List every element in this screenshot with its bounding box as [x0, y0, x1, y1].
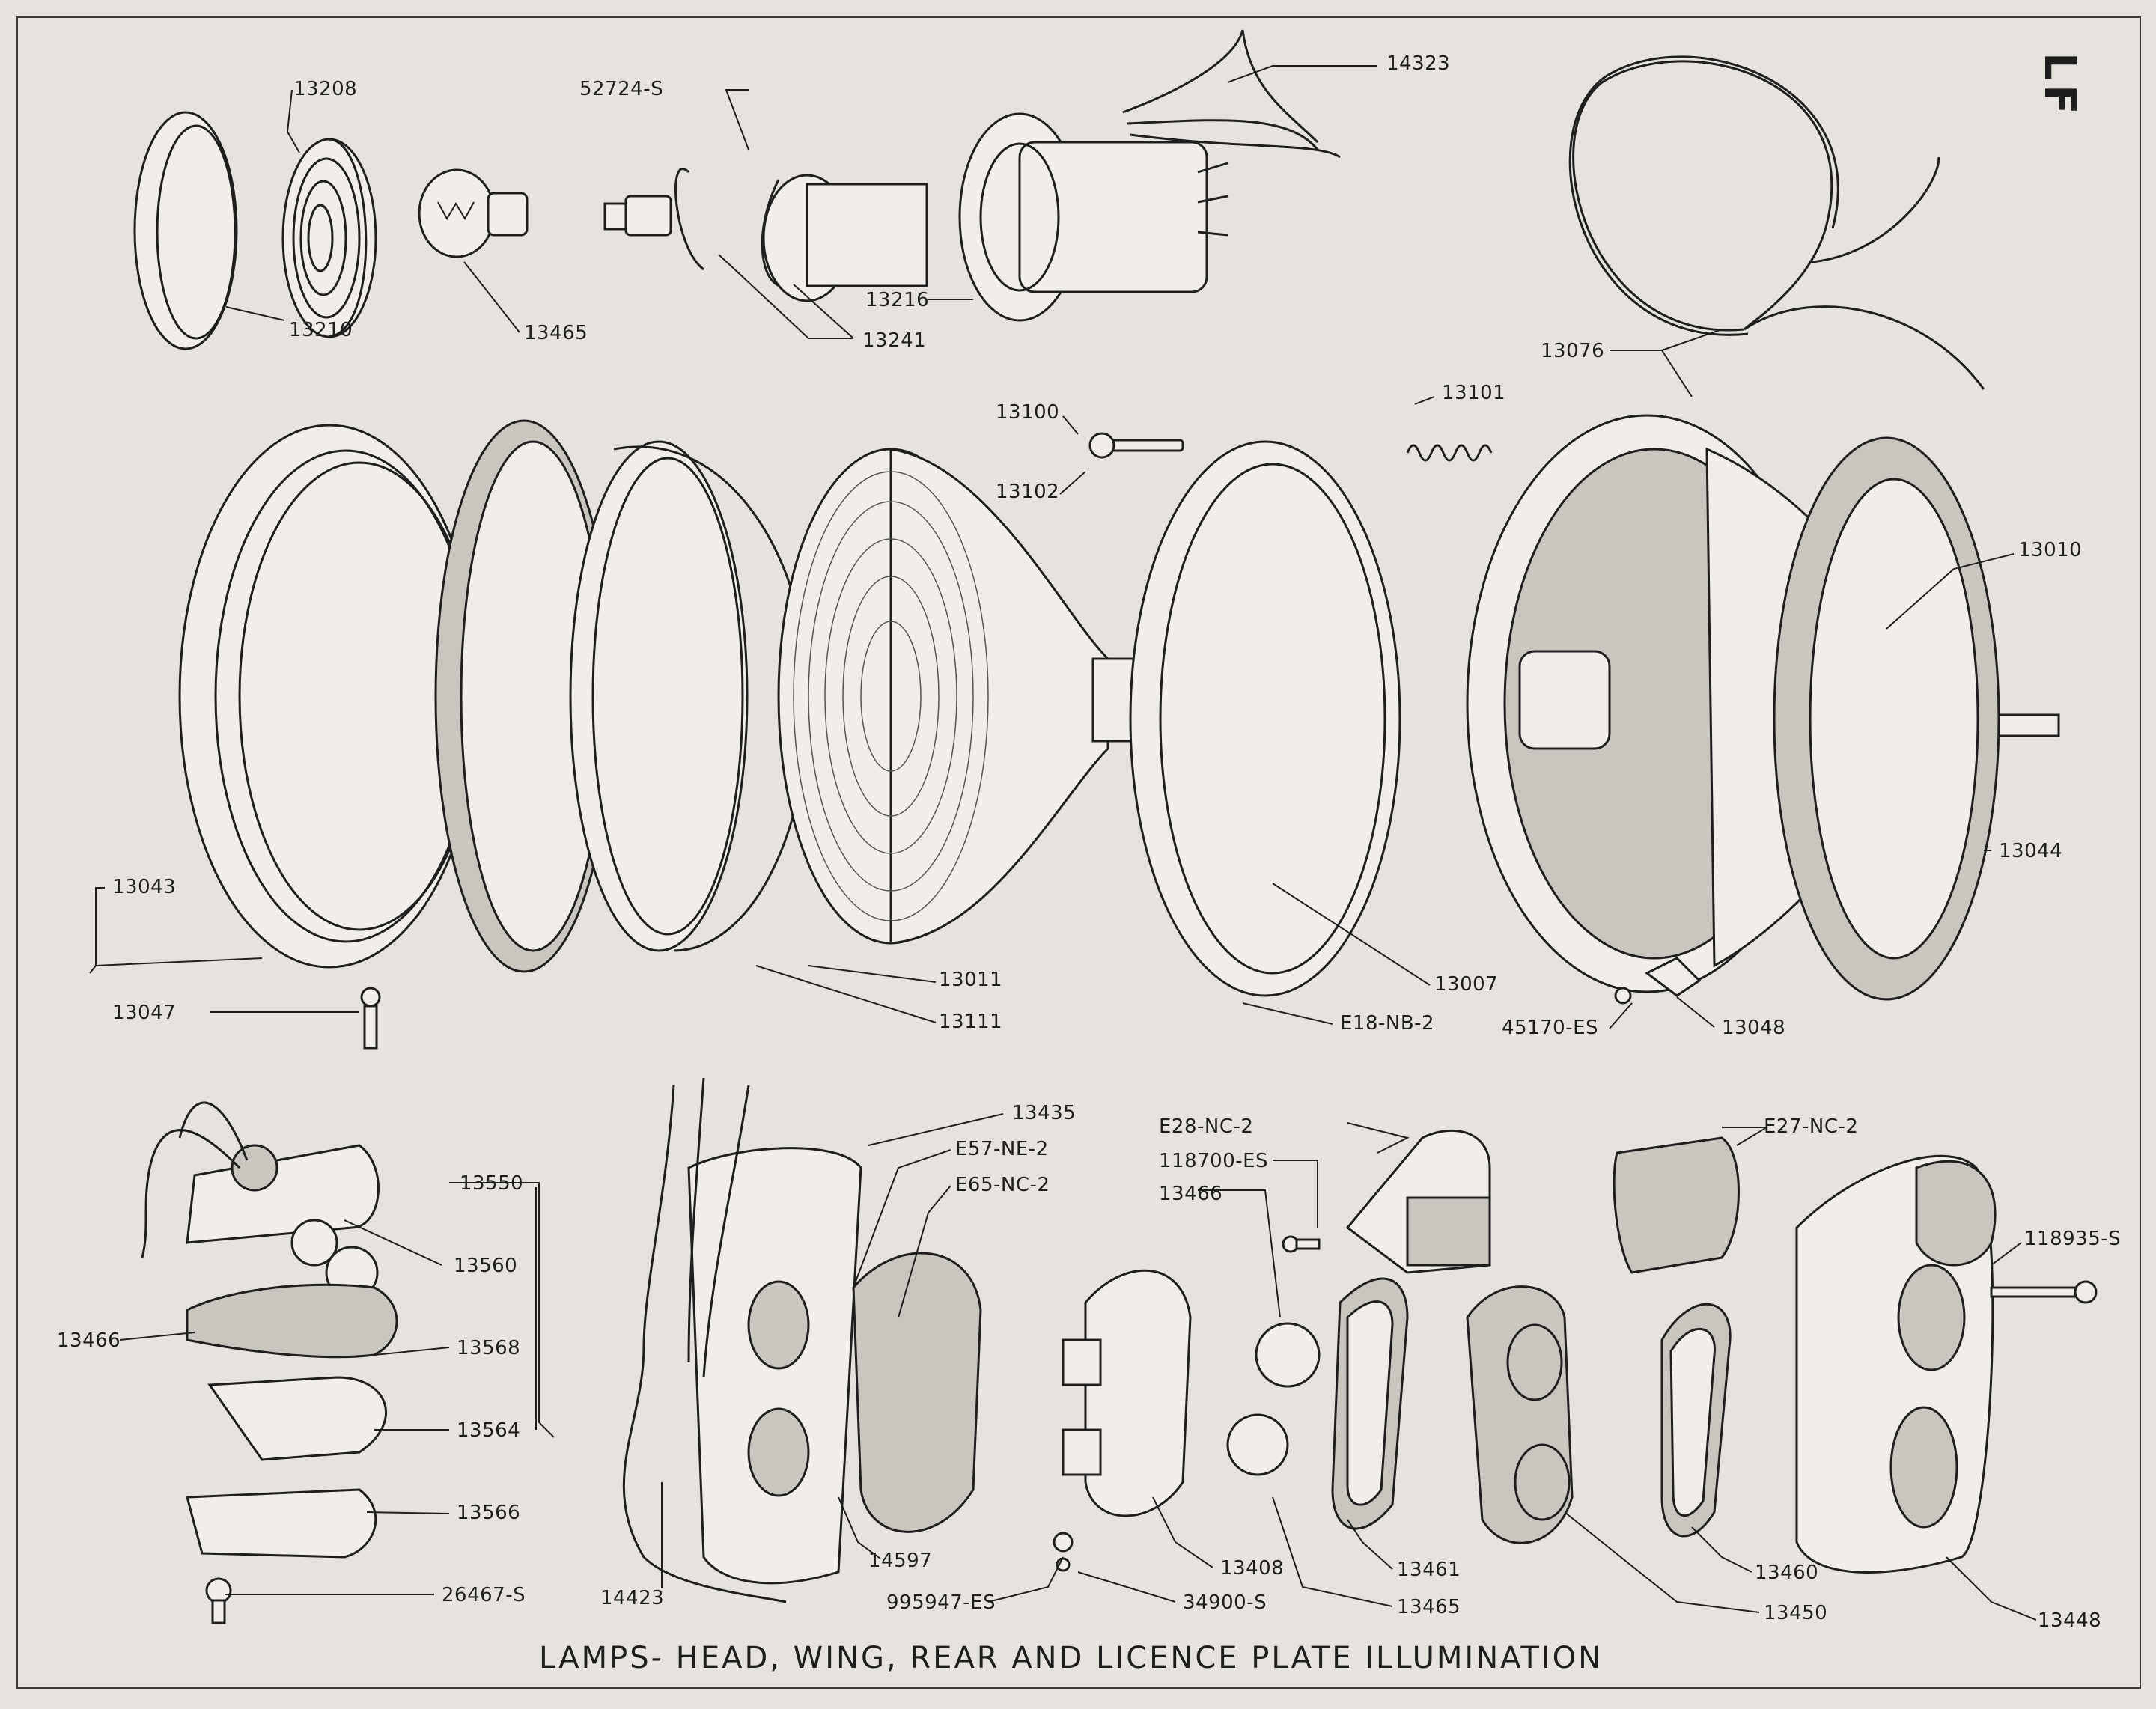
callout-13450: 13450 [1764, 1602, 1828, 1624]
gasket-13460-drawing [1660, 1303, 1732, 1538]
bulb-13465-drawing [418, 168, 529, 258]
callout-13011: 13011 [939, 969, 1003, 991]
callout-13465-rear: 13465 [1397, 1596, 1461, 1618]
callout-13466-rear: 13466 [1159, 1183, 1223, 1205]
harness-13076-drawing [1568, 55, 1985, 390]
callout-13076: 13076 [1541, 340, 1605, 362]
callout-e65-nc-2: E65-NC-2 [955, 1174, 1050, 1196]
callout-52724-s: 52724-S [579, 78, 664, 100]
callout-13048: 13048 [1722, 1017, 1786, 1039]
callout-14323: 14323 [1386, 52, 1451, 75]
rear-lamp-wires-14423-drawing [622, 1077, 787, 1603]
lens-13208-drawing [281, 138, 377, 338]
gasket-13461-drawing [1331, 1277, 1409, 1530]
callout-13550: 13550 [460, 1172, 524, 1195]
mounting-ring-E18NB2-drawing [1129, 440, 1401, 997]
callout-26467-s: 26467-S [442, 1584, 526, 1606]
retaining-ring-13111-drawing [569, 440, 810, 952]
screw-118700ES-drawing [1282, 1235, 1321, 1253]
hood-13564-drawing [207, 1376, 388, 1461]
callout-13568: 13568 [457, 1337, 521, 1359]
callout-13210: 13210 [289, 319, 353, 341]
screw-26467S-drawing [205, 1577, 232, 1624]
callout-13466-licence: 13466 [57, 1329, 121, 1352]
socket-body-13216-drawing [762, 112, 1228, 322]
spring-13101-drawing [1406, 444, 1493, 462]
callout-13216: 13216 [865, 289, 930, 311]
washer-34900S-drawing [1053, 1532, 1074, 1572]
section-code-mark: LF [2035, 52, 2086, 119]
gasket-E65NC2-drawing [852, 1252, 982, 1533]
callout-e18-nb-2: E18-NB-2 [1340, 1012, 1435, 1035]
callout-e57-ne-2: E57-NE-2 [955, 1138, 1049, 1160]
gasket-ring-drawing [434, 419, 614, 973]
callout-13044: 13044 [1999, 840, 2063, 862]
callout-13010: 13010 [2018, 539, 2083, 561]
screw-13100-drawing [1088, 432, 1184, 459]
callout-118935-s: 118935-S [2024, 1228, 2122, 1250]
callout-13047: 13047 [112, 1002, 177, 1024]
lens-13450-drawing [1466, 1285, 1574, 1544]
lens-reflector-13011-drawing [777, 448, 1139, 945]
headlamp-rim-13043-drawing [178, 424, 481, 969]
callout-13566: 13566 [457, 1502, 521, 1524]
licence-lamp-housing-13560-drawing [141, 1101, 380, 1258]
gasket-13568-drawing [186, 1283, 398, 1359]
callout-14423: 14423 [600, 1587, 665, 1609]
callout-13111: 13111 [939, 1011, 1003, 1033]
callout-13241: 13241 [862, 329, 927, 352]
callout-13102: 13102 [996, 481, 1060, 503]
callout-13448: 13448 [2038, 1609, 2102, 1632]
rim-ring-13210-drawing [133, 111, 238, 350]
socket-plate-13408-drawing [1062, 1269, 1321, 1517]
reflector-E28NC2-drawing [1345, 1129, 1491, 1274]
screw-118935S-drawing [1990, 1280, 2098, 1304]
callout-13560: 13560 [454, 1255, 518, 1277]
bulb-holder-13241-drawing [603, 168, 794, 288]
callout-e28-nc-2: E28-NC-2 [1159, 1115, 1254, 1138]
callout-13101: 13101 [1442, 382, 1506, 404]
lead-wires-14323-drawing [1122, 29, 1341, 159]
licence-bulb-drawing [290, 1219, 379, 1300]
callout-13435: 13435 [1012, 1102, 1077, 1124]
reflector-E27NC2-drawing [1613, 1136, 1740, 1274]
callout-13043: 13043 [112, 876, 177, 898]
diagram-title: LAMPS- HEAD, WING, REAR AND LICENCE PLAT… [539, 1641, 1604, 1675]
callout-13100: 13100 [996, 401, 1060, 424]
callout-13461: 13461 [1397, 1559, 1461, 1581]
callout-995947-es: 995947-ES [886, 1591, 996, 1614]
callout-45170-es: 45170-ES [1502, 1017, 1599, 1039]
callout-34900-s: 34900-S [1183, 1591, 1267, 1614]
clip-13048-drawing [1614, 957, 1702, 1005]
page-border [16, 16, 2141, 1689]
callout-13408: 13408 [1220, 1557, 1285, 1579]
callout-13208: 13208 [293, 78, 358, 100]
callout-13564: 13564 [457, 1419, 521, 1442]
rear-lamp-body-13448-drawing [1795, 1154, 1997, 1574]
plate-13566-drawing [186, 1488, 377, 1559]
callout-13465-top: 13465 [524, 322, 588, 344]
callout-e27-nc-2: E27-NC-2 [1764, 1115, 1859, 1138]
leader-lines [89, 65, 2037, 1621]
callout-13460: 13460 [1755, 1562, 1819, 1584]
callout-14597: 14597 [868, 1550, 933, 1572]
mounting-plate-13044-drawing [1773, 436, 2000, 1001]
screw-13047-drawing [360, 987, 381, 1050]
rear-lamp-housing-13435-drawing [687, 1147, 862, 1585]
callout-13007: 13007 [1434, 973, 1499, 996]
callout-118700-es: 118700-ES [1159, 1150, 1269, 1172]
